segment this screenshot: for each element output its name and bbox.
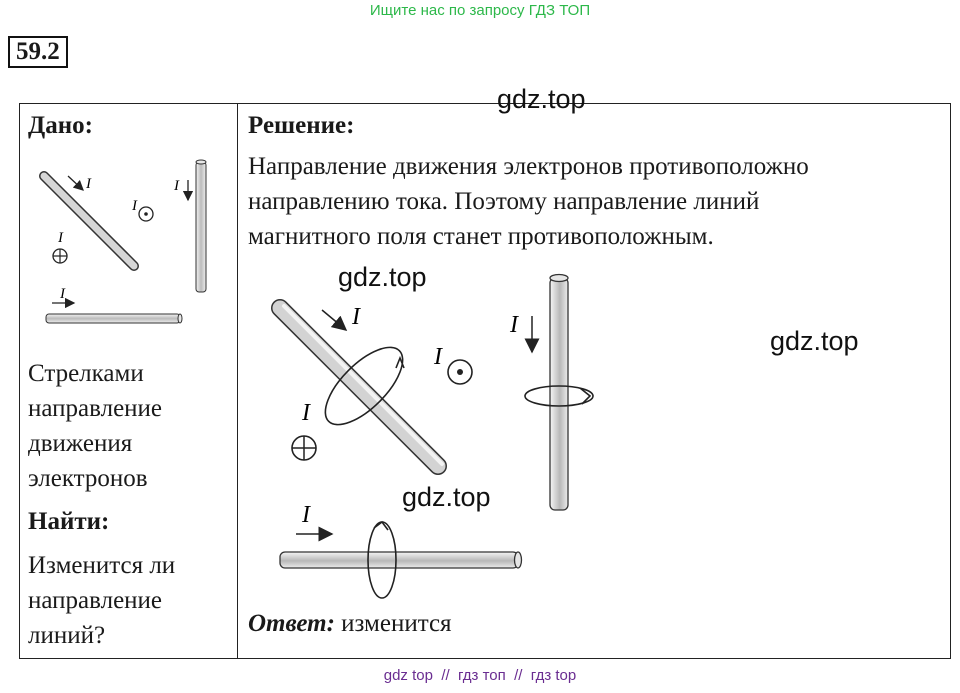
footer-links: gdz top // гдз топ // гдз top bbox=[0, 667, 960, 684]
horizontal-wire bbox=[279, 551, 519, 569]
answer-text: изменится bbox=[341, 610, 452, 637]
field-loop bbox=[324, 346, 405, 426]
field-direction-icon bbox=[373, 520, 389, 531]
given-title: Дано: bbox=[28, 112, 93, 139]
current-label: I bbox=[131, 198, 138, 214]
current-arrow-icon bbox=[67, 175, 84, 191]
footer-separator: // bbox=[441, 667, 450, 684]
current-label: I bbox=[509, 312, 519, 338]
vertical-wire bbox=[549, 277, 569, 511]
footer-link[interactable]: gdz top bbox=[383, 667, 433, 684]
search-hint-link[interactable]: Ищите нас по запросу ГДЗ ТОП bbox=[0, 2, 960, 19]
search-hint-text: Ищите нас по запросу ГДЗ ТОП bbox=[369, 2, 591, 19]
column-divider bbox=[237, 103, 238, 659]
current-in-icon bbox=[291, 435, 317, 461]
current-label: I bbox=[301, 502, 311, 528]
find-title: Найти: bbox=[28, 508, 110, 535]
diagonal-wire bbox=[39, 171, 139, 271]
current-out-icon bbox=[138, 206, 154, 222]
solution-text: Направление движения электронов противоп… bbox=[248, 153, 809, 250]
field-loop bbox=[524, 385, 594, 407]
given-description: Стрелками направление движения электроно… bbox=[28, 360, 163, 492]
watermark: gdz.top bbox=[497, 84, 586, 114]
task-number: 59.2 bbox=[8, 36, 68, 68]
current-label: I bbox=[433, 344, 443, 370]
current-arrow-icon bbox=[321, 309, 348, 331]
footer-link[interactable]: гдз топ bbox=[458, 667, 506, 684]
field-direction-icon bbox=[579, 387, 592, 405]
watermark: gdz.top bbox=[402, 482, 491, 512]
horizontal-wire bbox=[45, 313, 181, 324]
task-table bbox=[19, 103, 951, 659]
current-label: I bbox=[351, 304, 361, 330]
answer-label: Ответ: bbox=[248, 610, 335, 637]
solution-figure: I I I I I bbox=[271, 273, 594, 599]
question-text: Изменится ли направление линий? bbox=[28, 552, 176, 649]
watermark: gdz.top bbox=[338, 262, 427, 292]
vertical-wire bbox=[195, 161, 207, 293]
footer-separator: // bbox=[514, 667, 523, 684]
current-label: I bbox=[85, 176, 92, 192]
answer: Ответ: изменится bbox=[248, 610, 452, 638]
current-label: I bbox=[173, 178, 180, 194]
current-label: I bbox=[301, 400, 311, 426]
footer-link[interactable]: гдз top bbox=[530, 667, 577, 684]
solution-title: Решение: bbox=[248, 112, 355, 139]
current-label: I bbox=[59, 286, 66, 302]
field-loop bbox=[367, 520, 397, 599]
field-direction-icon bbox=[395, 355, 405, 369]
watermark: gdz.top bbox=[770, 326, 859, 356]
diagonal-wire bbox=[271, 299, 447, 475]
given-figure: I I I I I bbox=[39, 159, 207, 324]
current-in-icon bbox=[52, 248, 68, 264]
current-label: I bbox=[57, 230, 64, 246]
current-out-icon bbox=[447, 359, 473, 385]
